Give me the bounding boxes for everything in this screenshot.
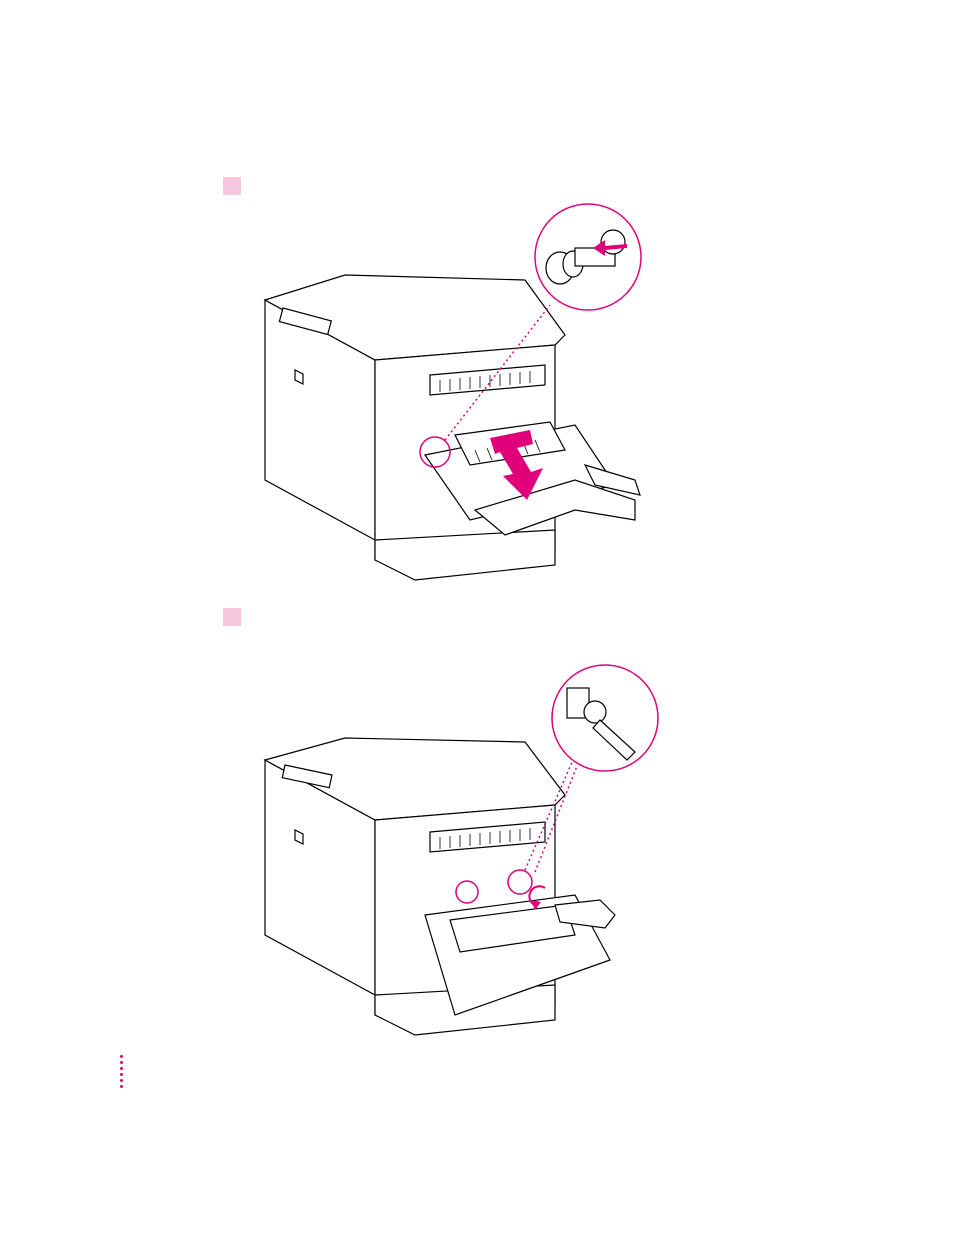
step-1-marker [223,177,241,195]
step-1-illustration [255,200,655,585]
printer-knob-rotate-figure [255,660,665,1040]
step-2-marker [223,608,241,626]
vertical-dot-rule-icon [120,1055,126,1095]
step-2-illustration [255,660,665,1040]
printer-rear-open-figure [255,200,655,585]
